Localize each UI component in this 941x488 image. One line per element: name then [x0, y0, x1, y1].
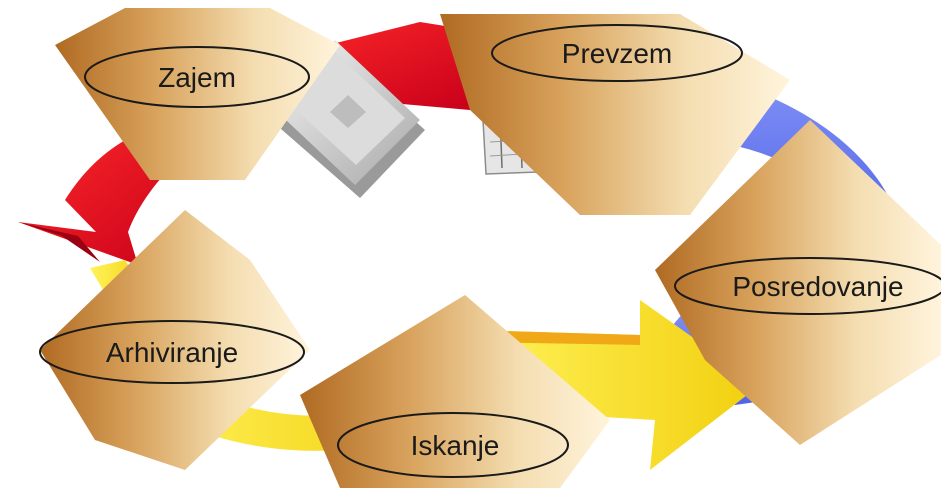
node-prevzem-ellipse	[491, 24, 743, 82]
node-iskanje: Iskanje	[300, 295, 610, 488]
node-arhiviranje-ellipse	[39, 320, 305, 384]
node-zajem-label: Zajem	[158, 62, 236, 93]
node-posredovanje-label: Posredovanje	[732, 271, 903, 302]
node-prevzem-label: Prevzem	[562, 38, 672, 69]
node-prevzem: Prevzem	[440, 14, 790, 215]
node-arhiviranje: Arhiviranje	[39, 210, 310, 470]
node-iskanje-label: Iskanje	[411, 430, 500, 461]
node-zajem: Zajem	[55, 8, 340, 180]
node-arhiviranje-label: Arhiviranje	[106, 337, 238, 368]
node-iskanje-ellipse	[337, 412, 569, 478]
node-posredovanje-ellipse	[674, 257, 941, 315]
node-zajem-ellipse	[84, 46, 310, 108]
node-posredovanje: Posredovanje	[655, 120, 941, 445]
